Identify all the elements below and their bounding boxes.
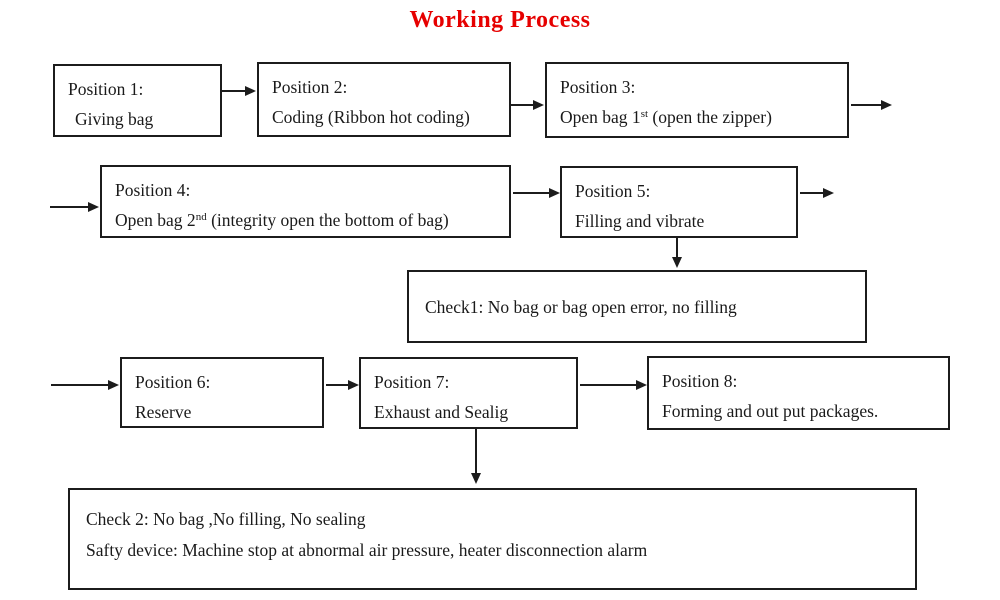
box-line1: Position 4:: [115, 180, 191, 200]
flow-box-check1: Check1: No bag or bag open error, no fil…: [407, 270, 867, 343]
flow-box-position-1: Position 1: Giving bag: [53, 64, 222, 137]
flow-box-position-3: Position 3: Open bag 1st (open the zippe…: [545, 62, 849, 138]
box-line2: Filling and vibrate: [575, 211, 705, 231]
flow-box-position-5: Position 5: Filling and vibrate: [560, 166, 798, 238]
box-line1: Position 7:: [374, 372, 450, 392]
box-line2: Giving bag: [75, 109, 154, 129]
box-line2: Exhaust and Sealig: [374, 402, 509, 422]
superscript: nd: [195, 211, 207, 223]
box-line1: Position 8:: [662, 371, 738, 391]
arrow-p1-to-p2: [222, 86, 256, 96]
box-line1: Position 6:: [135, 372, 211, 392]
box-line2: Coding (Ribbon hot coding): [272, 107, 470, 127]
arrow-row-wrap-to-p4: [50, 202, 99, 212]
box-line2: Open bag 2nd (integrity open the bottom …: [115, 210, 449, 230]
box-line1: Position 3:: [560, 77, 636, 97]
box-line1: Position 5:: [575, 181, 651, 201]
arrow-p5-to-row-wrap: [800, 188, 834, 198]
box-line2: Reserve: [135, 402, 192, 422]
box-line2: Open bag 1st (open the zipper): [560, 107, 772, 127]
arrow-p5-down-to-check1: [672, 238, 682, 268]
arrow-p7-to-p8: [580, 380, 647, 390]
arrow-p4-to-p5: [513, 188, 560, 198]
flow-box-position-7: Position 7: Exhaust and Sealig: [359, 357, 578, 429]
box-line1: Position 1:: [68, 79, 144, 99]
check2-line1: Check 2: No bag ,No filling, No sealing: [86, 509, 366, 529]
check1-text: Check1: No bag or bag open error, no fil…: [425, 296, 737, 317]
arrow-p2-to-p3: [511, 100, 544, 110]
arrow-p7-down-to-check2: [471, 429, 481, 484]
superscript: st: [640, 108, 649, 120]
box-line1: Position 2:: [272, 77, 348, 97]
flow-box-check2: Check 2: No bag ,No filling, No sealing …: [68, 488, 917, 590]
page-title: Working Process: [409, 7, 591, 33]
flow-box-position-4: Position 4: Open bag 2nd (integrity open…: [100, 165, 511, 238]
flow-box-position-2: Position 2: Coding (Ribbon hot coding): [257, 62, 511, 137]
arrow-row-wrap-to-p6: [51, 380, 119, 390]
flow-box-position-6: Position 6: Reserve: [120, 357, 324, 428]
check2-line2: Safty device: Machine stop at abnormal a…: [86, 540, 648, 560]
flow-box-position-8: Position 8: Forming and out put packages…: [647, 356, 950, 430]
arrow-p6-to-p7: [326, 380, 359, 390]
arrow-p3-to-row-wrap: [851, 100, 892, 110]
box-line2: Forming and out put packages.: [662, 401, 879, 421]
